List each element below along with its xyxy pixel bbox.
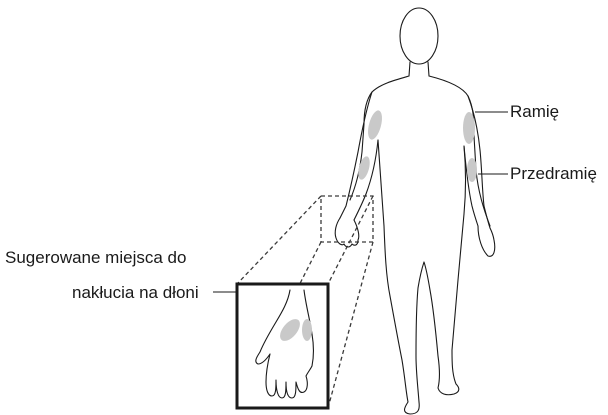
zoom-line-bottom-right <box>327 241 374 409</box>
site-left-upper-arm <box>368 110 382 140</box>
site-palm-hypothenar <box>302 319 312 341</box>
head <box>399 7 439 65</box>
palm-inset <box>235 282 330 410</box>
palm-sites <box>280 319 312 341</box>
site-palm-thenar <box>280 319 300 341</box>
palm-label-line2: nakłucia na dłoni <box>72 283 199 302</box>
right-arm <box>463 95 491 229</box>
callout-lines <box>213 111 508 293</box>
site-left-forearm <box>358 156 370 180</box>
palm-inset-frame <box>235 282 330 410</box>
zoom-line-top-right <box>327 195 374 285</box>
site-right-forearm <box>467 158 477 182</box>
palm-inset-hand <box>255 289 315 399</box>
palm-label-line1: Sugerowane miejsca do <box>5 248 187 267</box>
right-hand <box>477 225 496 257</box>
left-hand <box>334 217 360 248</box>
zoom-line-top-left <box>236 195 322 285</box>
puncture-sites <box>358 110 477 182</box>
site-right-upper-arm <box>463 112 475 144</box>
neck <box>408 61 430 77</box>
body-outline <box>334 7 496 415</box>
left-arm <box>339 91 379 221</box>
arm-label: Ramię <box>510 102 560 121</box>
forearm-label: Przedramię <box>510 164 597 183</box>
